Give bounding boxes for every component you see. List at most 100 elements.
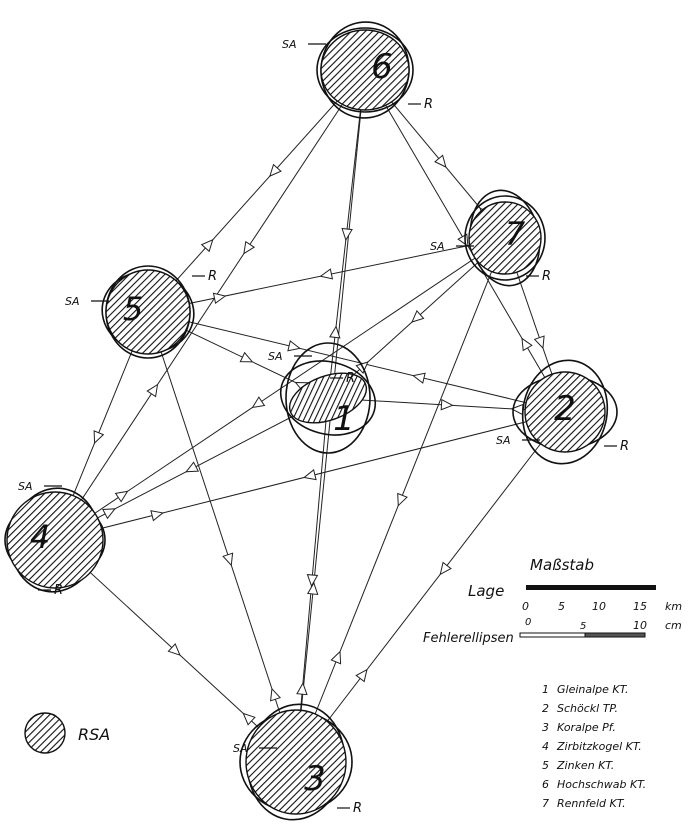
rsa-legend-label: RSA [78, 725, 110, 744]
error-ellipse [316, 27, 414, 113]
edge-5-3 [147, 311, 297, 763]
error-ellipse [285, 342, 371, 454]
station-list-num: 1 [542, 683, 549, 696]
scale-title: Maßstab [530, 556, 594, 574]
error-ellipse [279, 360, 377, 436]
direction-arrow [330, 650, 342, 665]
sa-label: SA [18, 480, 33, 493]
station-list-num: 4 [542, 740, 549, 753]
direction-arrow [93, 430, 105, 445]
station-number: 6 [371, 47, 393, 87]
fehler-tick-10: 10 [633, 619, 647, 632]
direction-arrow [397, 492, 408, 507]
direction-arrow [329, 325, 341, 339]
sa-label: SA [268, 350, 283, 363]
station-4: SA R 4 [4, 480, 106, 598]
sa-label: SA [282, 38, 297, 51]
direction-arrow [150, 510, 164, 522]
lage-label: Lage [468, 582, 504, 600]
direction-arrow [243, 240, 256, 255]
fehler-bar-dark [584, 632, 646, 638]
rsa-ellipse [468, 201, 542, 275]
sa-label: SA [65, 295, 80, 308]
lage-unit: km [665, 600, 682, 613]
direction-arrow [306, 574, 319, 588]
direction-arrow [222, 552, 234, 567]
direction-arrow [200, 238, 214, 253]
direction-arrow [296, 682, 308, 696]
direction-arrow [440, 398, 454, 411]
station-6: SA R 6 [282, 21, 433, 119]
direction-arrow [533, 335, 545, 350]
station-number: 4 [30, 518, 50, 556]
sa-label: SA [496, 434, 511, 447]
direction-arrow [185, 461, 200, 473]
direction-arrow [269, 163, 282, 178]
direction-arrow [521, 337, 533, 352]
direction-arrow [341, 227, 353, 242]
rsa-legend: RSA [24, 712, 110, 754]
direction-arrow [303, 469, 317, 481]
fehler-bar-light [519, 632, 586, 638]
station-list-num: 3 [542, 721, 549, 734]
direction-arrow [167, 643, 181, 656]
lage-scale-bar [526, 585, 656, 590]
direction-arrow [434, 154, 447, 168]
rsa-legend-swatch [24, 712, 66, 754]
edge-6-5 [147, 69, 366, 313]
direction-arrow [355, 361, 369, 374]
direction-arrow [439, 561, 452, 576]
direction-arrows [61, 154, 564, 726]
direction-arrow [319, 268, 334, 280]
station-list-name: Zinken KT. [556, 759, 614, 772]
station-number: 5 [123, 290, 143, 328]
lage-tick-0: 0 [522, 600, 529, 613]
r-label: R [542, 269, 551, 284]
rsa-ellipse [524, 371, 606, 453]
station-number: 7 [505, 215, 526, 253]
station-list-name: Hochschwab KT. [557, 778, 646, 791]
station-list-name: Gleinalpe KT. [557, 683, 629, 696]
station-number: 3 [304, 759, 326, 799]
lage-tick-10: 10 [592, 600, 606, 613]
station-list-num: 2 [542, 702, 549, 715]
station-list-name: Zirbitzkogel KT. [556, 740, 642, 753]
rsa-ellipse [245, 709, 347, 815]
station-list-name: Koralpe Pf. [557, 721, 616, 734]
direction-arrow [287, 340, 301, 352]
edge-2-3 [295, 411, 566, 763]
direction-arrow [146, 383, 159, 398]
direction-arrow [355, 668, 368, 683]
edge-7-4 [54, 237, 506, 541]
direction-arrow [102, 508, 116, 520]
station-list: 1 Gleinalpe KT. 2 Schöckl TP. 3 Koralpe … [542, 683, 646, 810]
station-list-num: 7 [542, 797, 549, 810]
station-list-name: Rennfeld KT. [557, 797, 626, 810]
rsa-ellipse [288, 372, 368, 424]
station-list-num: 6 [542, 778, 549, 791]
rsa-ellipse [320, 29, 410, 111]
lage-tick-5: 5 [558, 600, 565, 613]
error-ellipse [521, 359, 609, 465]
station-number: 1 [333, 399, 355, 439]
fehler-tick-5: 5 [580, 621, 586, 632]
direction-arrow [114, 490, 129, 503]
r-label: R [424, 97, 433, 112]
direction-arrow [270, 687, 282, 702]
rsa-ellipse [6, 491, 104, 589]
fehler-label: Fehlerellipsen [423, 631, 514, 646]
r-label: R [620, 439, 629, 454]
edge-6-4 [54, 69, 366, 541]
sa-label: SA [233, 742, 248, 755]
error-ellipse [464, 195, 546, 281]
r-label: R [54, 583, 63, 598]
fehler-tick-0: 0 [525, 617, 531, 628]
direction-arrow [306, 581, 319, 596]
station-list-name: Schöckl TP. [557, 702, 618, 715]
